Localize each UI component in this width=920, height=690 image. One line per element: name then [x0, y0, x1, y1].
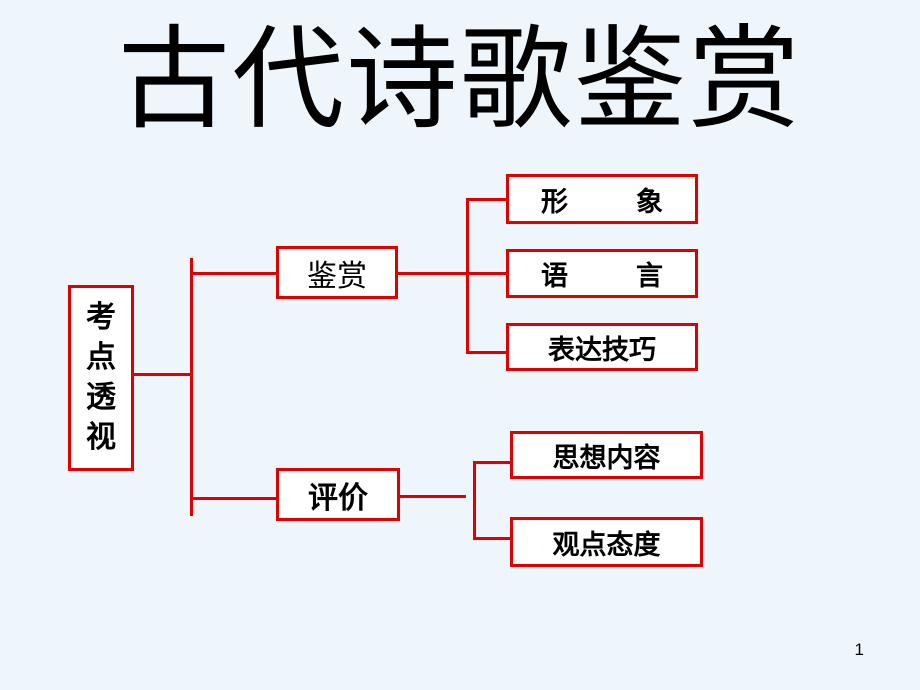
node-evaluation: 评价 [276, 468, 400, 521]
root-char-2: 点 [86, 340, 116, 375]
connector-to-appreciation [190, 272, 278, 275]
node-language-char-1: 语 [541, 261, 568, 292]
connector-root-out [134, 373, 192, 376]
node-viewpoint-attitude: 观点态度 [510, 517, 703, 567]
page-number: 1 [854, 640, 864, 659]
node-image: 形 象 [506, 174, 698, 224]
node-appreciation: 鉴赏 [276, 246, 398, 299]
connector-to-language [466, 272, 508, 275]
connector-appreciation-out [398, 272, 470, 275]
node-language: 语 言 [506, 249, 698, 298]
root-node-kaodian-toushi: 考 点 透 视 [68, 285, 134, 471]
slide-title: 古代诗歌鉴赏 [118, 15, 802, 145]
connector-root-vertical [190, 258, 193, 516]
node-image-char-1: 形 [541, 186, 568, 218]
node-language-char-2: 言 [636, 261, 663, 292]
connector-to-evaluation [190, 497, 278, 500]
root-char-3: 透 [86, 380, 116, 415]
connector-evaluation-vertical [473, 461, 476, 539]
node-image-char-2: 象 [636, 186, 663, 218]
connector-to-thought [473, 461, 511, 464]
root-char-4: 视 [86, 420, 116, 455]
connector-to-image [466, 198, 508, 201]
node-thought-content: 思想内容 [510, 431, 703, 479]
connector-appreciation-vertical [466, 198, 469, 354]
connector-evaluation-out [400, 495, 466, 498]
connector-to-attitude [473, 537, 511, 540]
connector-to-technique [466, 351, 508, 354]
node-expressive-technique: 表达技巧 [506, 323, 698, 371]
root-char-1: 考 [86, 300, 116, 335]
